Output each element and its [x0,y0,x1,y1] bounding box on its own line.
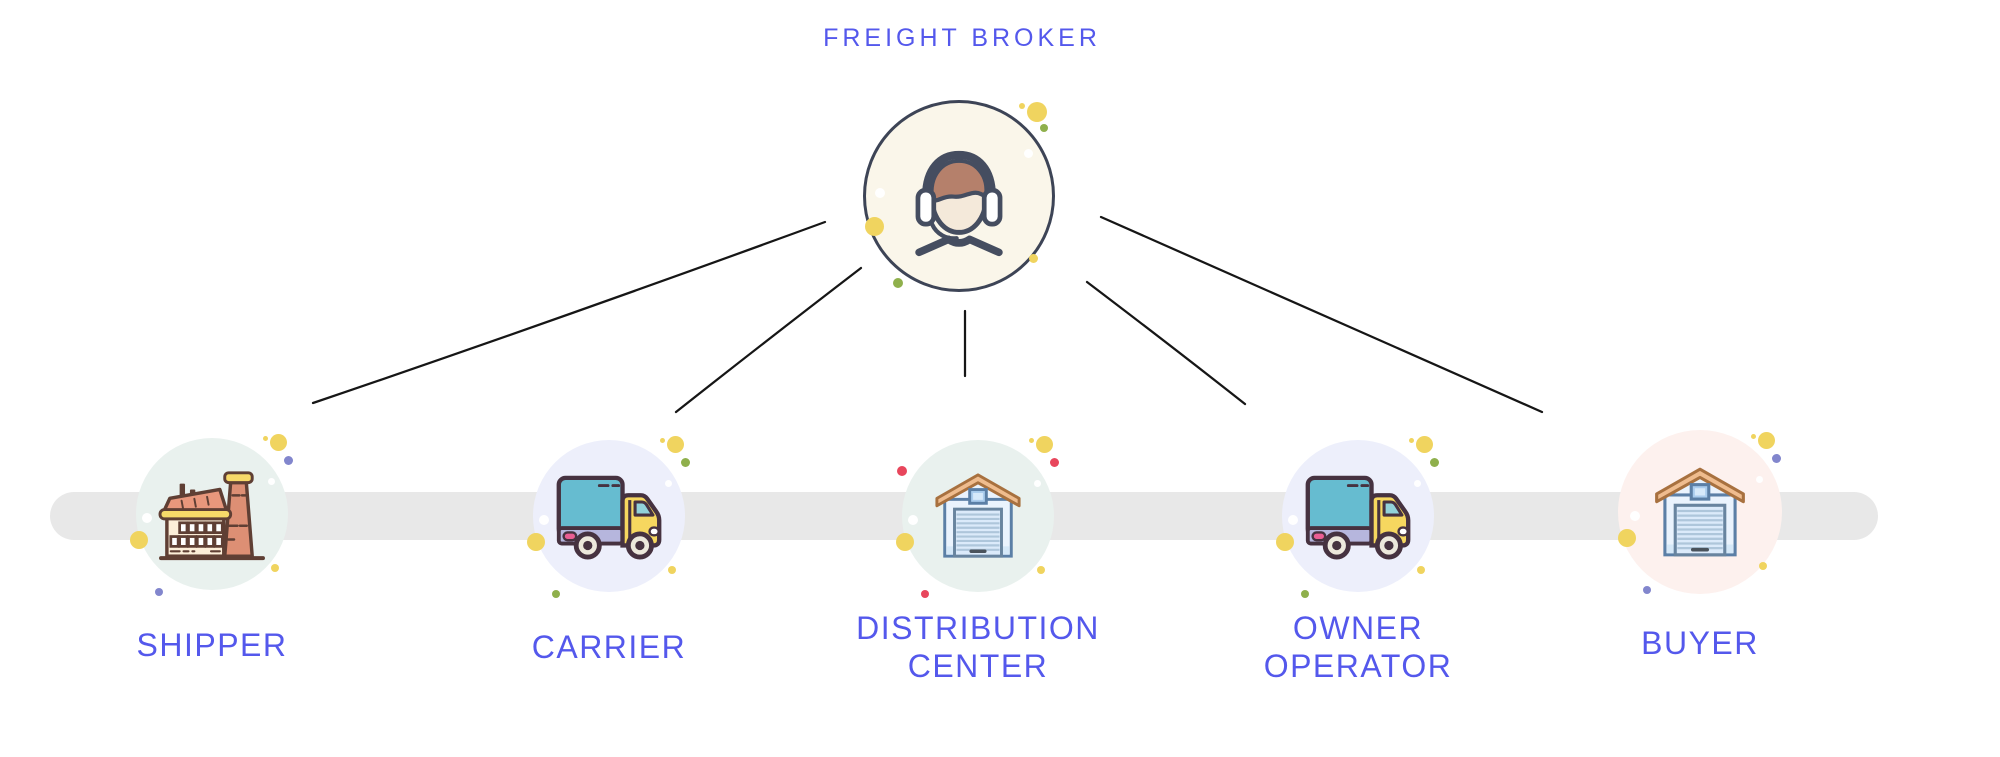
decor-dot [268,478,275,485]
decor-dot [1037,566,1045,574]
decor-dot [142,513,152,523]
delivery-truck-icon [556,475,662,559]
owner-operator-circle [1282,440,1434,592]
connector-broker-carrier [674,266,863,414]
decor-dot [1301,590,1309,598]
decor-dot [681,458,690,467]
node-freight-broker [839,76,1079,316]
decor-dot [896,533,914,551]
node-carrier: CARRIER [509,416,709,665]
shipper-circle [136,438,288,590]
buyer-circle [1618,430,1782,594]
carrier-label: CARRIER [459,602,759,692]
decor-dot [875,188,885,198]
owner-operator-label: OWNER OPERATOR [1208,602,1508,692]
support-agent-icon [915,150,1003,257]
owner-operator-label-text: OWNER OPERATOR [1263,610,1453,684]
node-buyer: BUYER [1600,412,1800,661]
decor-dot [1034,480,1041,487]
warehouse-icon [935,473,1021,558]
decor-dot [270,434,287,451]
decor-dot [1759,562,1767,570]
decor-dot [893,278,903,288]
decor-dot [1772,454,1781,463]
decor-dot [1758,432,1775,449]
decor-dot [1029,438,1034,443]
decor-dot [1643,586,1651,594]
buyer-label: BUYER [1550,598,1850,688]
node-owner-operator: OWNER OPERATOR [1258,416,1458,684]
decor-dot [552,590,560,598]
distribution-center-label: DISTRIBUTION CENTER [828,602,1128,692]
distribution-center-label-text: DISTRIBUTION CENTER [856,610,1100,684]
shipper-label: SHIPPER [62,600,362,690]
carrier-circle [533,440,685,592]
decor-dot [1416,436,1433,453]
connector-broker-buyer [1099,215,1544,414]
decor-dot [667,436,684,453]
decor-dot [1409,438,1414,443]
decor-dot [271,564,279,572]
decor-dot [897,466,907,476]
page-title: FREIGHT BROKER [823,24,1101,52]
decor-dot [1756,476,1763,483]
broker-circle [863,100,1055,292]
shipper-label-text: SHIPPER [136,627,288,663]
carrier-label-text: CARRIER [531,629,687,665]
connector-broker-shipper [311,220,827,405]
decor-dot [1050,458,1059,467]
node-distribution-center: DISTRIBUTION CENTER [856,416,1098,684]
buyer-label-text: BUYER [1641,625,1759,661]
decor-dot [865,217,884,236]
decor-dot [155,588,163,596]
decor-dot [1288,515,1298,525]
connector-broker-owner-operator [1085,280,1247,406]
decor-dot [284,456,293,465]
decor-dot [1024,149,1033,158]
decor-dot [1027,102,1047,122]
decor-dot [130,531,148,549]
decor-dot [665,480,672,487]
decor-dot [263,436,268,441]
decor-dot [921,590,929,598]
decor-dot [1019,103,1025,109]
node-shipper: SHIPPER [112,414,312,663]
decor-dot [1618,529,1636,547]
decor-dot [1036,436,1053,453]
decor-dot [1630,511,1640,521]
decor-dot [908,515,918,525]
decor-dot [1029,254,1038,263]
decor-dot [539,515,549,525]
decor-dot [668,566,676,574]
decor-dot [1276,533,1294,551]
delivery-truck-icon [1305,475,1411,559]
decor-dot [1430,458,1439,467]
distribution-center-circle [902,440,1054,592]
decor-dot [1040,124,1048,132]
decor-dot [1414,480,1421,487]
decor-dot [1751,434,1756,439]
decor-dot [1417,566,1425,574]
factory-icon [158,471,265,561]
decor-dot [660,438,665,443]
warehouse-icon [1655,467,1745,556]
decor-dot [527,533,545,551]
